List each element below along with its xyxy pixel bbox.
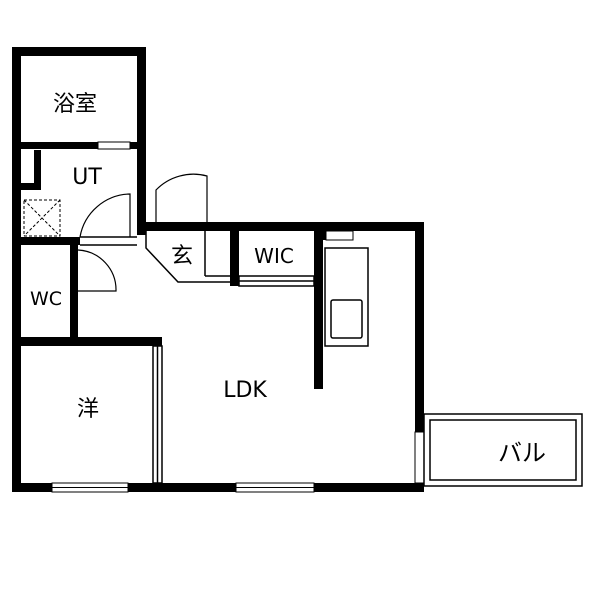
wall-bath-bottom [12, 142, 98, 149]
door-wc [77, 249, 117, 292]
windows [51, 141, 425, 493]
balcony-inner [429, 419, 577, 481]
wall-kitchen-divider [314, 231, 323, 389]
wall-left-outer [12, 47, 21, 491]
label-wc: WC [30, 288, 62, 310]
label-bath: 浴室 [53, 92, 97, 117]
wall-ldk-right [415, 222, 424, 432]
label-balcony: バル [498, 439, 546, 467]
balcony [423, 413, 583, 487]
window-balcony-door [414, 431, 425, 484]
window-bath [97, 141, 131, 150]
wall-ut-bottom [12, 237, 80, 245]
interior-lines [80, 231, 315, 484]
kitchen-counter [324, 230, 369, 347]
label-entrance: 玄 [171, 244, 193, 269]
kitchen-sink [330, 299, 363, 339]
door-ut [79, 193, 131, 238]
label-ldk: LDK [223, 378, 267, 403]
wall-bath-top [12, 47, 146, 56]
doors [77, 173, 469, 481]
wall-bottom [12, 483, 424, 492]
wall-western-top [12, 337, 162, 346]
door-entrance [155, 173, 208, 222]
wall-wc-right [70, 245, 78, 337]
label-western: 洋 [77, 397, 99, 422]
wall-bath-right [137, 47, 146, 235]
label-wic: WIC [254, 244, 294, 268]
wall-ldk-top [146, 222, 424, 231]
wall-bath-bottom-right [130, 142, 146, 149]
entrance-step [145, 231, 230, 283]
room-labels: 浴室 UT 玄 WIC WC LDK 洋 バル [30, 92, 546, 467]
washing-machine-pan [23, 199, 61, 237]
wall-wic-left [230, 231, 239, 286]
wall-ut-closet-bottom [21, 183, 41, 190]
wall-ut-closet [34, 150, 41, 190]
label-ut: UT [72, 165, 102, 190]
kitchen-vent [325, 230, 354, 241]
